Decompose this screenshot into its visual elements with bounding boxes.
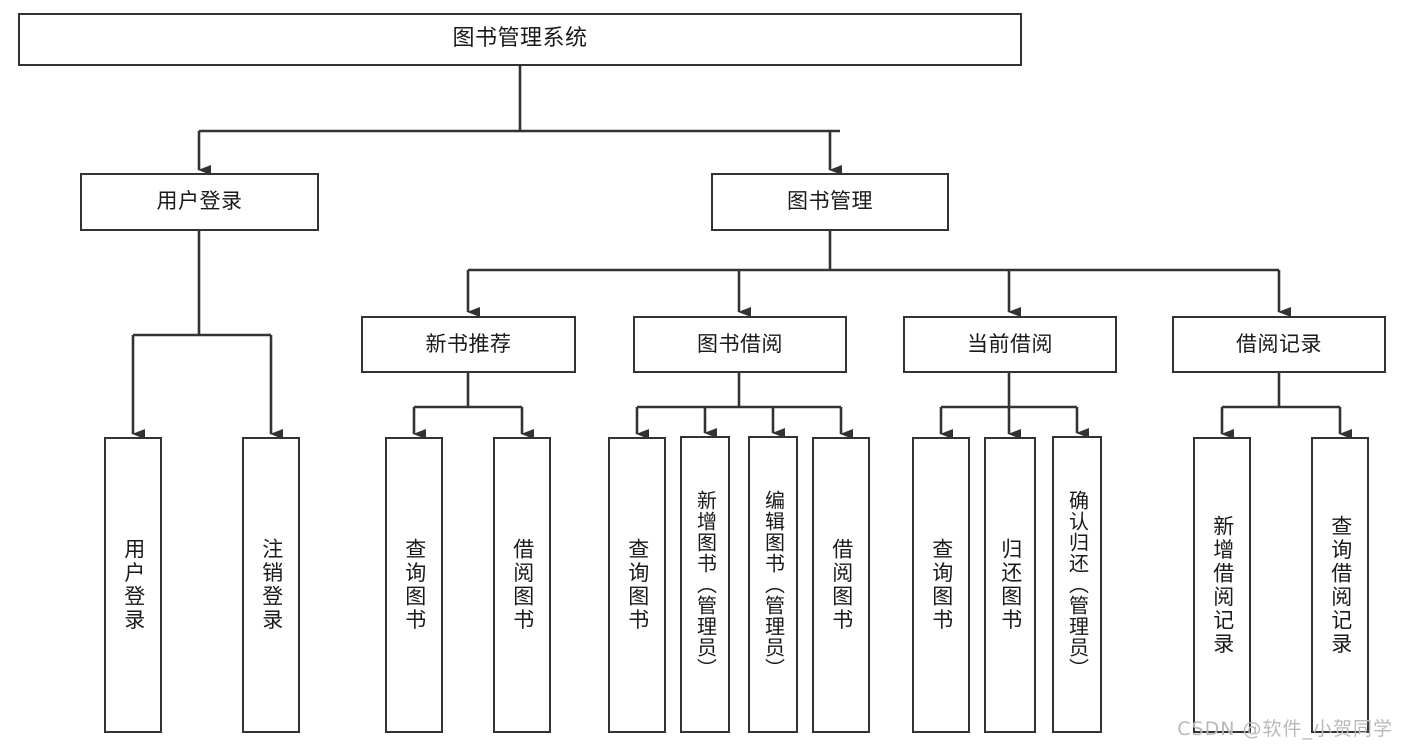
leaf-current-confirm-return-admin-label: 确认归还（管理员） — [1065, 490, 1090, 679]
node-new-book-recommend-label: 新书推荐 — [425, 331, 512, 356]
leaf-record-query[interactable]: 查询借阅记录 — [1311, 437, 1369, 733]
leaf-recommend-borrow-book[interactable]: 借阅图书 — [493, 437, 551, 733]
leaf-record-add-label: 新增借阅记录 — [1210, 514, 1235, 656]
leaf-borrow-add-book-admin[interactable]: 新增图书（管理员） — [680, 436, 730, 733]
leaf-login-user[interactable]: 用户登录 — [104, 437, 162, 733]
leaf-login-user-label: 用户登录 — [121, 538, 146, 632]
leaf-record-add[interactable]: 新增借阅记录 — [1193, 437, 1251, 733]
node-book-borrow-label: 图书借阅 — [697, 331, 783, 356]
leaf-borrow-borrow-book-label: 借阅图书 — [829, 538, 854, 632]
node-new-book-recommend[interactable]: 新书推荐 — [361, 316, 576, 373]
leaf-recommend-borrow-book-label: 借阅图书 — [510, 538, 535, 632]
leaf-logout-label: 注销登录 — [259, 538, 284, 632]
leaf-borrow-borrow-book[interactable]: 借阅图书 — [812, 437, 870, 733]
node-borrow-record-label: 借阅记录 — [1236, 331, 1322, 356]
leaf-current-return-book[interactable]: 归还图书 — [984, 437, 1036, 733]
node-current-borrow[interactable]: 当前借阅 — [903, 316, 1117, 373]
node-root-system[interactable]: 图书管理系统 — [18, 13, 1022, 66]
leaf-current-return-book-label: 归还图书 — [998, 538, 1023, 632]
node-current-borrow-label: 当前借阅 — [967, 331, 1053, 356]
node-borrow-record[interactable]: 借阅记录 — [1172, 316, 1386, 373]
leaf-current-query-book[interactable]: 查询图书 — [912, 437, 970, 733]
leaf-current-query-book-label: 查询图书 — [929, 538, 954, 632]
node-user-login-label: 用户登录 — [156, 189, 243, 214]
node-book-manage-label: 图书管理 — [787, 189, 873, 214]
node-root-system-label: 图书管理系统 — [452, 26, 588, 52]
leaf-borrow-query-book-label: 查询图书 — [625, 538, 650, 632]
leaf-current-confirm-return-admin[interactable]: 确认归还（管理员） — [1052, 436, 1102, 733]
node-book-manage[interactable]: 图书管理 — [711, 173, 949, 231]
leaf-logout[interactable]: 注销登录 — [242, 437, 300, 733]
leaf-borrow-add-book-admin-label: 新增图书（管理员） — [693, 490, 718, 679]
leaf-recommend-query-book[interactable]: 查询图书 — [385, 437, 443, 733]
leaf-recommend-query-book-label: 查询图书 — [402, 538, 427, 632]
csdn-watermark: CSDN @软件_小贺同学 — [1177, 718, 1393, 740]
node-user-login[interactable]: 用户登录 — [80, 173, 319, 231]
leaf-borrow-edit-book-admin-label: 编辑图书（管理员） — [761, 490, 786, 679]
leaf-borrow-edit-book-admin[interactable]: 编辑图书（管理员） — [748, 436, 798, 733]
leaf-record-query-label: 查询借阅记录 — [1328, 514, 1353, 656]
node-book-borrow[interactable]: 图书借阅 — [633, 316, 847, 373]
leaf-borrow-query-book[interactable]: 查询图书 — [608, 437, 666, 733]
